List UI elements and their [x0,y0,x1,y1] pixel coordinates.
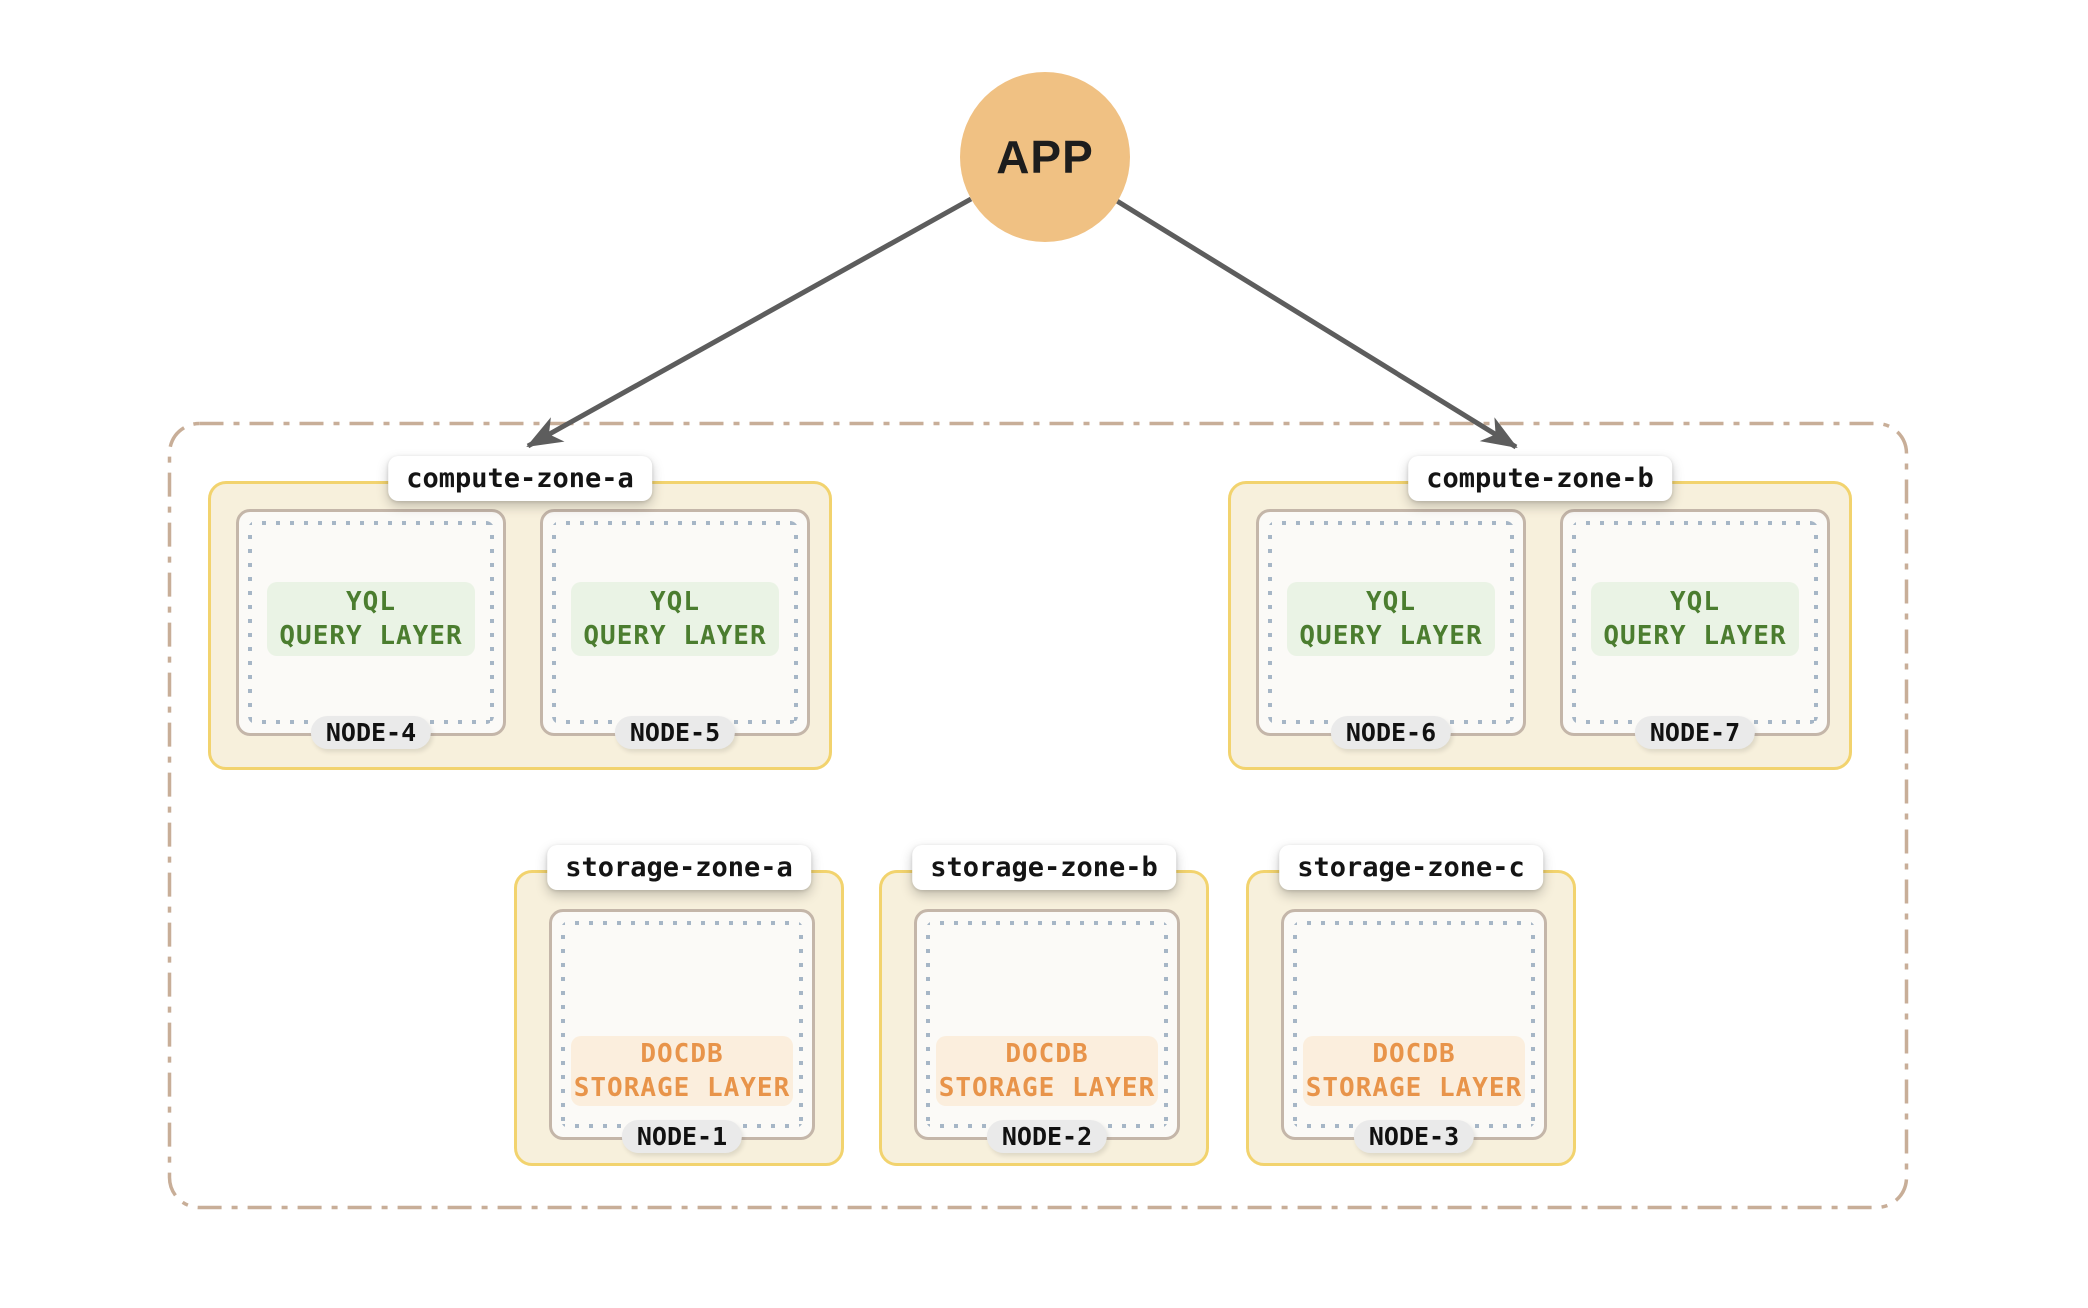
zone-tab-storage-c: storage-zone-c [1279,845,1543,890]
layer-line-1: YQL [1670,587,1720,617]
node-label-pill: NODE-6 [1330,716,1452,749]
query-layer-badge: YQL QUERY LAYER [571,582,779,656]
zone-tab-label: compute-zone-a [406,463,634,494]
layer-line-2: STORAGE LAYER [573,1073,791,1103]
node-label-pill: NODE-2 [986,1120,1108,1153]
storage-layer-badge: DOCDB STORAGE LAYER [1303,1036,1525,1106]
zone-tab-compute-a: compute-zone-a [388,456,652,501]
zone-tab-label: storage-zone-a [565,852,793,883]
query-layer-badge: YQL QUERY LAYER [1591,582,1799,656]
zone-compute-b: compute-zone-b YQL QUERY LAYER NODE-6 YQ… [1228,456,1852,770]
layer-line-2: QUERY LAYER [279,621,463,651]
zone-tab-label: storage-zone-b [930,852,1158,883]
node-box-node-2: DOCDB STORAGE LAYER NODE-2 [914,909,1180,1153]
node-box-node-4: YQL QUERY LAYER NODE-4 [236,509,506,749]
layer-line-1: YQL [1366,587,1416,617]
layer-line-1: DOCDB [640,1039,724,1069]
node-box-node-1: DOCDB STORAGE LAYER NODE-1 [549,909,815,1153]
node-box-node-5: YQL QUERY LAYER NODE-5 [540,509,810,749]
arrow-app-to-compute-zone-b [1115,198,1518,450]
node-label-pill: NODE-4 [310,716,432,749]
zone-tab-storage-a: storage-zone-a [547,845,811,890]
node-label: NODE-5 [629,718,721,747]
node-box-node-3: DOCDB STORAGE LAYER NODE-3 [1281,909,1547,1153]
zone-storage-b: storage-zone-b DOCDB STORAGE LAYER NODE-… [879,845,1209,1166]
node-label: NODE-7 [1649,718,1741,747]
zone-tab-compute-b: compute-zone-b [1408,456,1672,501]
layer-line-2: QUERY LAYER [1603,621,1787,651]
layer-line-2: STORAGE LAYER [938,1073,1156,1103]
node-label-pill: NODE-5 [614,716,736,749]
layer-line-2: STORAGE LAYER [1305,1073,1523,1103]
zone-storage-a: storage-zone-a DOCDB STORAGE LAYER NODE-… [514,845,844,1166]
storage-layer-badge: DOCDB STORAGE LAYER [571,1036,793,1106]
node-label-pill: NODE-3 [1353,1120,1475,1153]
node-label: NODE-1 [636,1122,728,1151]
layer-line-2: QUERY LAYER [583,621,767,651]
app-circle: APP [960,72,1130,242]
node-label-pill: NODE-7 [1634,716,1756,749]
layer-line-2: QUERY LAYER [1299,621,1483,651]
node-label: NODE-2 [1001,1122,1093,1151]
storage-layer-badge: DOCDB STORAGE LAYER [936,1036,1158,1106]
node-label: NODE-4 [325,718,417,747]
node-box-node-7: YQL QUERY LAYER NODE-7 [1560,509,1830,749]
node-label: NODE-3 [1368,1122,1460,1151]
node-label-pill: NODE-1 [621,1120,743,1153]
node-box-node-6: YQL QUERY LAYER NODE-6 [1256,509,1526,749]
zone-tab-label: storage-zone-c [1297,852,1525,883]
node-label: NODE-6 [1345,718,1437,747]
layer-line-1: DOCDB [1372,1039,1456,1069]
zone-tab-storage-b: storage-zone-b [912,845,1176,890]
query-layer-badge: YQL QUERY LAYER [267,582,475,656]
layer-line-1: DOCDB [1005,1039,1089,1069]
arrow-app-to-compute-zone-a [526,196,973,449]
app-label: APP [996,131,1094,183]
zone-storage-c: storage-zone-c DOCDB STORAGE LAYER NODE-… [1246,845,1576,1166]
layer-line-1: YQL [346,587,396,617]
zone-compute-a: compute-zone-a YQL QUERY LAYER NODE-4 YQ… [208,456,832,770]
query-layer-badge: YQL QUERY LAYER [1287,582,1495,656]
layer-line-1: YQL [650,587,700,617]
zone-tab-label: compute-zone-b [1426,463,1654,494]
